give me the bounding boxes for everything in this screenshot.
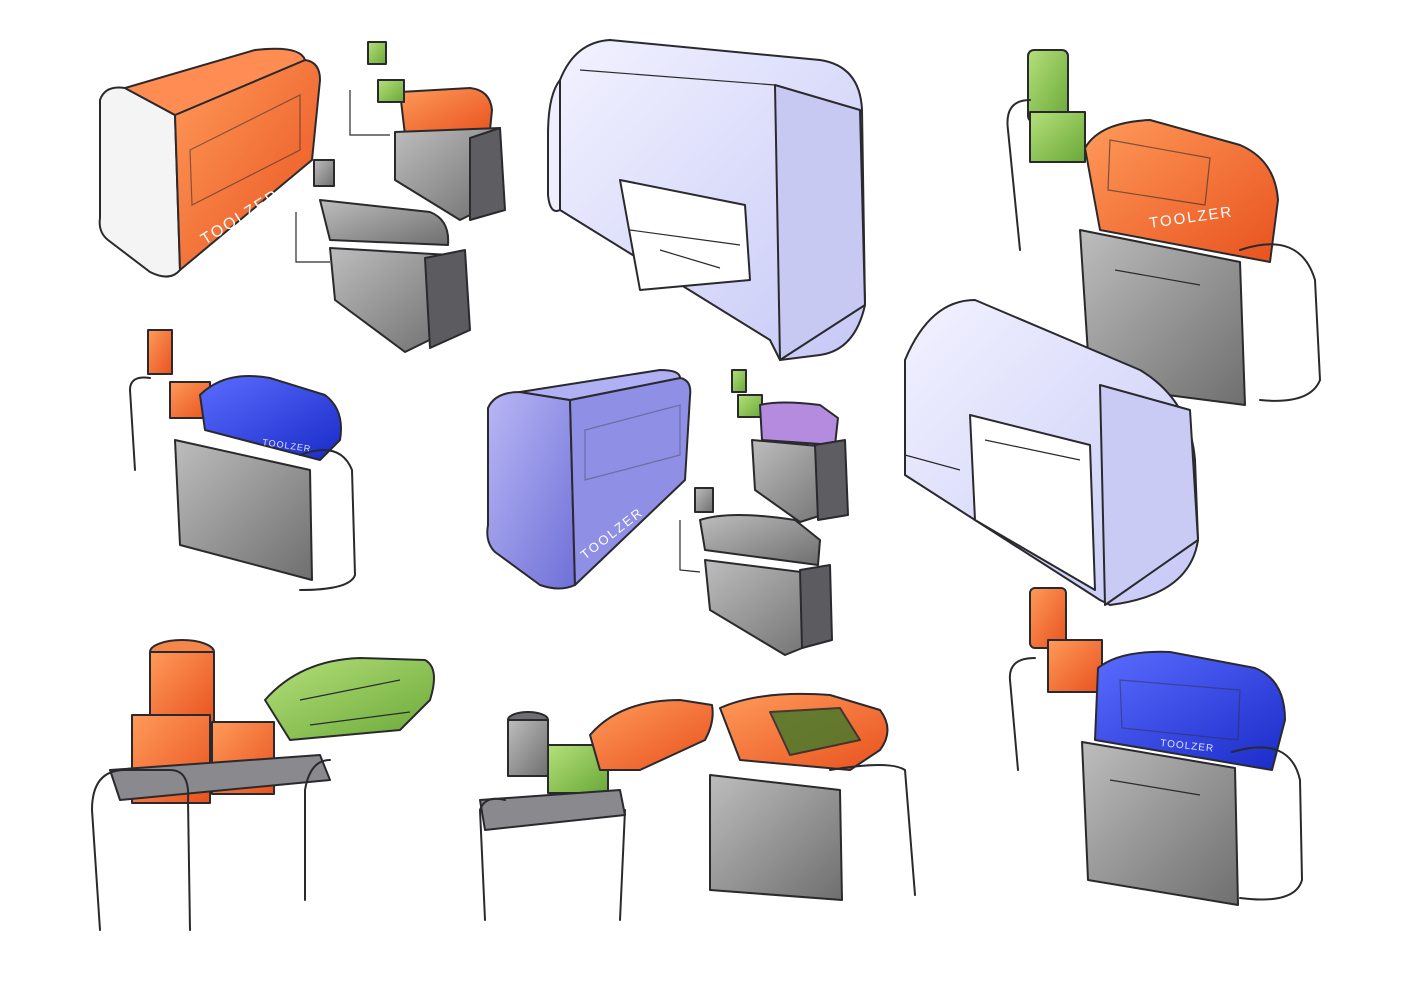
gray-motor-orange-drum-sketch: [479, 692, 916, 921]
orange-blue-framed-shredder-sketch: TOOLZER: [1008, 587, 1303, 906]
orange-shredder-variant-sketch: [349, 41, 506, 221]
violet-enclosure-sketch: TOOLZER: [486, 369, 692, 590]
white-rounded-enclosure-sketch: [904, 299, 1199, 606]
violet-shredder-variant-sketch: [731, 369, 849, 523]
orange-enclosure-sketch: TOOLZER: [98, 47, 321, 278]
gray-shredder-variant-sketch-2: [679, 487, 833, 656]
orange-motor-green-drum-sketch: [91, 639, 435, 931]
gray-shredder-variant-sketch: [295, 159, 471, 353]
white-printer-enclosure-sketch: [547, 39, 866, 361]
blue-drum-shredder-sketch: TOOLZER: [129, 329, 356, 591]
